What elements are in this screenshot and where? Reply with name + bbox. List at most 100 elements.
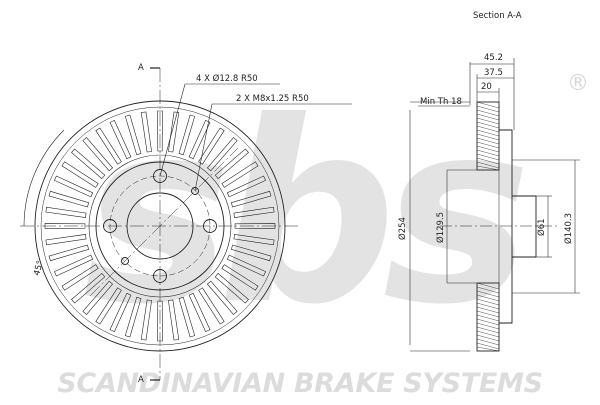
dia-hub-face-label: Ø129.5 — [435, 212, 446, 243]
hatch-line — [476, 334, 500, 342]
vent-slot — [198, 287, 225, 325]
threaded-hole — [121, 257, 129, 265]
hatch-line — [476, 101, 500, 109]
watermark: sbs ® SCANDINAVIAN BRAKE SYSTEMS — [57, 68, 589, 399]
vent-slot — [206, 280, 238, 315]
angle-arc — [23, 129, 65, 227]
registered-mark: ® — [567, 71, 589, 96]
angle-label: 45° — [32, 260, 46, 277]
cooling-vents — [44, 110, 276, 342]
hatch-line — [476, 137, 500, 145]
vent-slot — [109, 292, 132, 332]
hatch-line — [476, 109, 500, 117]
vent-slot — [233, 234, 275, 246]
hatch-line — [476, 342, 500, 350]
dia-bore-label: Ø61 — [536, 218, 547, 236]
front-view — [20, 67, 352, 381]
center-lines — [20, 68, 300, 380]
vent-slot — [71, 272, 106, 304]
hatch-line — [476, 286, 500, 294]
vent-slot — [230, 244, 272, 262]
vent-slot — [178, 114, 196, 156]
vent-slot — [140, 299, 152, 341]
hatch-line — [476, 121, 500, 129]
section-dimension-lines — [409, 58, 580, 352]
hatch-line — [476, 318, 500, 326]
vent-slot — [188, 120, 211, 160]
hatch-line — [476, 153, 500, 161]
hatch-line — [476, 310, 500, 318]
leader-lines — [23, 83, 352, 227]
vent-slot — [233, 206, 275, 218]
vent-slot — [95, 287, 122, 325]
dim-width-3: 20 — [481, 82, 492, 92]
threaded-holes — [121, 187, 199, 265]
hatch-line — [476, 161, 500, 169]
min-thickness-label: Min Th 18 — [420, 97, 462, 107]
watermark-logo-text: sbs — [83, 68, 524, 359]
vent-slot — [206, 137, 238, 172]
hat-wall — [499, 129, 513, 324]
section-title: Section A-A — [473, 11, 522, 21]
hatch-line — [476, 322, 500, 330]
hatch-line — [476, 298, 500, 306]
vent-slot — [214, 148, 249, 180]
vent-slot — [54, 254, 94, 277]
hatch-line — [476, 145, 500, 153]
hatch-line — [476, 282, 500, 290]
threads-label: 2 X M8x1.25 R50 — [236, 94, 309, 104]
vent-slot — [157, 300, 163, 342]
vent-slot — [230, 190, 272, 208]
vent-slot — [48, 190, 90, 208]
hatch-line — [476, 346, 500, 352]
hatch-line — [476, 117, 500, 125]
hatch-line — [476, 338, 500, 346]
vent-slot — [188, 292, 211, 332]
hatch-line — [476, 326, 500, 334]
hatch-line — [476, 330, 500, 338]
hatch-line — [476, 133, 500, 141]
dia-hub-outer-label: Ø140.3 — [563, 213, 574, 244]
hatch-line — [476, 125, 500, 133]
hatch-line — [476, 306, 500, 314]
vent-slot — [109, 120, 132, 160]
vent-slot — [178, 296, 196, 338]
vent-slot — [45, 206, 87, 218]
vent-slot — [44, 223, 86, 229]
hatch-line — [476, 113, 500, 121]
vent-slot — [140, 111, 152, 153]
vent-slot — [71, 148, 106, 180]
holes-leader — [159, 83, 280, 177]
holes-label: 4 X Ø12.8 R50 — [196, 73, 258, 84]
dim-total-width: 45.2 — [484, 53, 503, 63]
vent-slot — [61, 161, 99, 188]
hatch-line — [476, 157, 500, 165]
hatch-line — [476, 302, 500, 310]
vent-slot — [61, 264, 99, 291]
vent-slot — [221, 264, 259, 291]
dim-width-2: 37.5 — [484, 68, 503, 78]
vent-slot — [82, 280, 114, 315]
vent-slot — [82, 137, 114, 172]
vent-slot — [168, 111, 180, 153]
threaded-hole — [191, 187, 199, 195]
vent-slot — [168, 299, 180, 341]
vent-slot — [226, 175, 266, 198]
section-view — [409, 58, 580, 352]
vent-slot — [124, 114, 142, 156]
vent-slot — [198, 127, 225, 165]
hatch-line — [476, 294, 500, 302]
vent-slot — [234, 223, 276, 229]
section-mark-top: A — [138, 63, 144, 73]
hatch-line — [476, 149, 500, 157]
vent-slot — [54, 175, 94, 198]
vent-slot — [124, 296, 142, 338]
hatch-line — [476, 165, 500, 171]
diagonal-centerline — [89, 147, 239, 297]
vent-slot — [214, 272, 249, 304]
vent-slot — [95, 127, 122, 165]
threads-leader — [194, 103, 352, 192]
vent-slot — [48, 244, 90, 262]
